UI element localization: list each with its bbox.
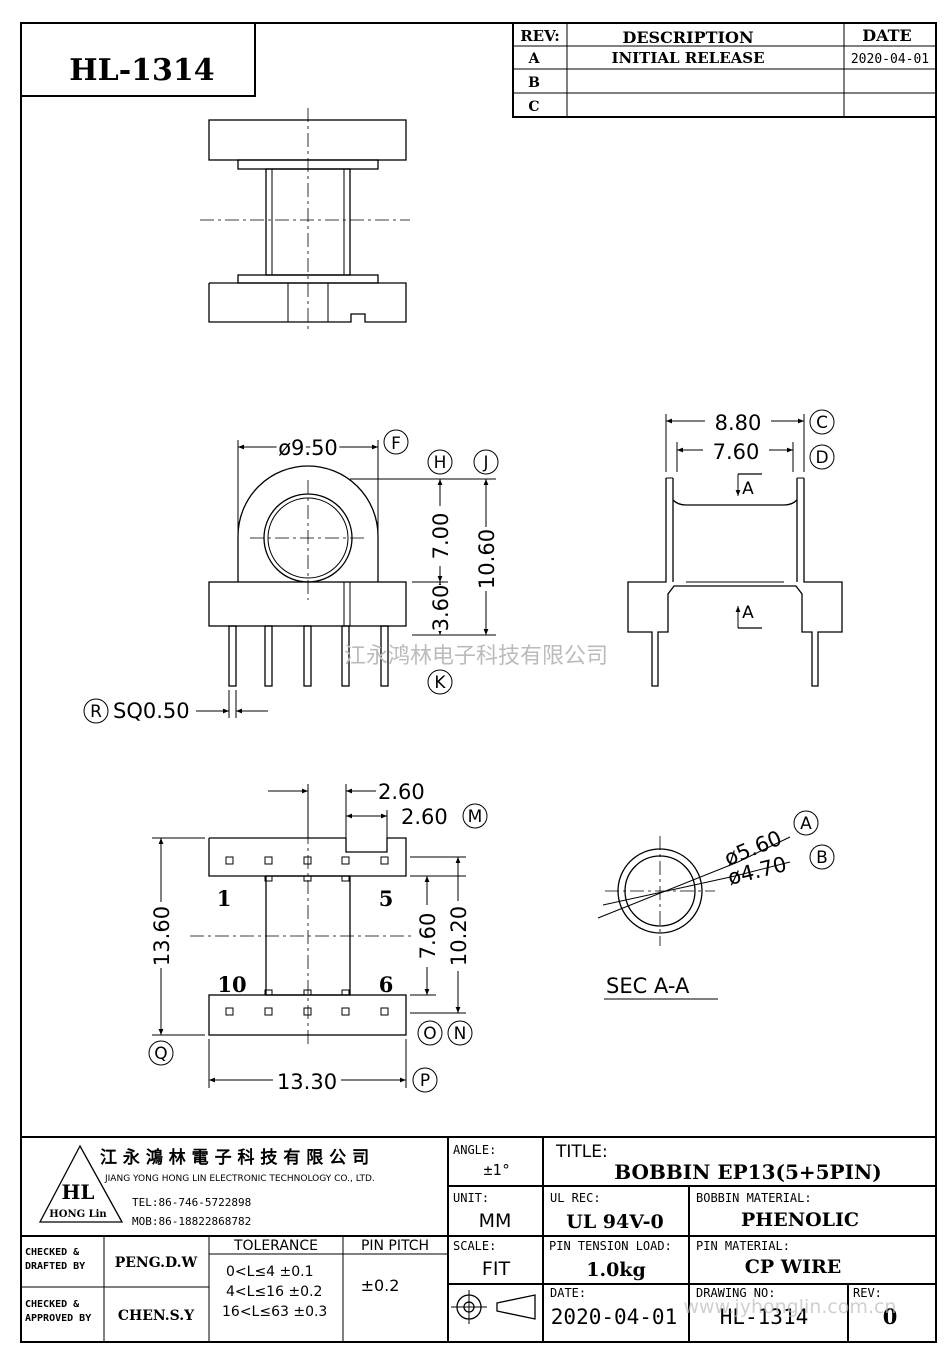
tolerance-2: 4<L≤16 ±0.2 — [226, 1284, 322, 1300]
checked-drafted-label-2: DRAFTED BY — [25, 1261, 85, 1272]
logo-text: HL — [62, 1180, 95, 1204]
pin-material-value: CP WIRE — [745, 1256, 842, 1278]
date-label: DATE: — [550, 1286, 586, 1300]
date-value: 2020-04-01 — [551, 1305, 677, 1329]
p-tag: P — [420, 1071, 430, 1091]
n-value: 10.20 — [447, 906, 471, 966]
f-diameter: ø9.50 — [278, 436, 338, 460]
checked-approved-label-1: CHECKED & — [25, 1299, 80, 1310]
checked-approved-label-2: APPROVED BY — [25, 1313, 91, 1324]
pin-label-6: 6 — [379, 972, 394, 997]
rev-a-date: 2020-04-01 — [851, 52, 929, 67]
d-tag: D — [815, 448, 828, 468]
pin-pitch-label: PIN PITCH — [361, 1238, 429, 1254]
part-number-box: HL-1314 — [21, 23, 256, 97]
h-value: 7.00 — [429, 513, 453, 560]
checked-drafted-label-1: CHECKED & — [25, 1247, 80, 1258]
angle-value: ±1° — [483, 1161, 510, 1179]
front-view: ø9.50 ø9.50 F 7.00 3.60 10.60 H J K R SQ… — [83, 429, 499, 724]
title-label: TITLE: — [555, 1142, 608, 1162]
section-label: SEC A-A — [606, 974, 690, 998]
pin-label-5: 5 — [379, 886, 394, 911]
company-mob: MOB:86-18822868782 — [132, 1215, 251, 1228]
ul-value: UL 94V-0 — [566, 1211, 663, 1233]
scale-label: SCALE: — [453, 1239, 496, 1253]
pin-label-1: 1 — [217, 886, 232, 911]
h-tag: H — [434, 453, 447, 473]
section-mark-top: A — [742, 479, 754, 499]
drafted-by: PENG.D.W — [115, 1255, 198, 1271]
o-tag: O — [423, 1024, 436, 1044]
pin-material-label: PIN MATERIAL: — [696, 1239, 790, 1253]
revision-table: REV: DESCRIPTION DATE A INITIAL RELEASE … — [512, 22, 937, 118]
pin-tension-label: PIN TENSION LOAD: — [549, 1239, 672, 1253]
pin-label-10: 10 — [217, 972, 246, 997]
c-value: 8.80 — [715, 411, 762, 435]
side-view: 8.80 C 7.60 D A A — [627, 409, 843, 687]
tolerance-3: 16<L≤63 ±0.3 — [222, 1304, 327, 1320]
top-pitch-b: 2.60 — [401, 805, 448, 829]
part-number: HL-1314 — [69, 53, 214, 88]
sheet-border — [20, 22, 937, 1343]
company-name-cn: 江 永 鴻 林 電 子 科 技 有 限 公 司 — [100, 1147, 369, 1168]
p-value: 13.30 — [277, 1070, 337, 1094]
tolerance-label: TOLERANCE — [233, 1238, 318, 1254]
unit-value: MM — [479, 1210, 512, 1232]
rev-value: 0 — [883, 1304, 898, 1329]
company-name-en: JIANG YONG HONG LIN ELECTRONIC TECHNOLOG… — [104, 1174, 375, 1184]
drawing-no-label: DRAWING NO: — [696, 1286, 775, 1300]
projection-symbol — [451, 1290, 536, 1324]
bottom-view: 1 5 10 6 2.60 2.60 M 13.60 Q 7.60 10.20 … — [148, 780, 488, 1094]
website-watermark: www.jyhonglin.com.cn — [684, 1296, 897, 1318]
title-value: BOBBIN EP13(5+5PIN) — [614, 1160, 881, 1184]
k-value: 3.60 — [429, 585, 453, 632]
description-header: DESCRIPTION — [622, 28, 753, 47]
d-value: 7.60 — [713, 440, 760, 464]
approved-by: CHEN.S.Y — [118, 1308, 195, 1324]
top-pitch-a: 2.60 — [378, 780, 425, 804]
rev-c: C — [528, 99, 539, 115]
q-tag: Q — [154, 1044, 167, 1064]
company-logo: HL HONG Lin — [38, 1144, 124, 1223]
rev-header: REV: — [520, 27, 560, 45]
f-tag: F — [391, 434, 401, 454]
f-diameter-halo: ø9.50 — [278, 436, 338, 460]
logo-sub: HONG Lin — [49, 1209, 107, 1220]
n-tag: N — [454, 1024, 467, 1044]
pin-tension-value: 1.0kg — [586, 1259, 646, 1281]
rev-label: REV: — [853, 1286, 882, 1300]
pin-pitch-value: ±0.2 — [361, 1276, 400, 1295]
drawing-no-value: HL-1314 — [720, 1305, 809, 1329]
unit-label: UNIT: — [453, 1191, 489, 1205]
date-header: DATE — [862, 26, 912, 45]
scale-value: FIT — [482, 1258, 511, 1280]
tolerance-1: 0<L≤4 ±0.1 — [226, 1264, 314, 1280]
ul-label: UL REC: — [550, 1191, 601, 1205]
title-block: HL HONG Lin 江 永 鴻 林 電 子 科 技 有 限 公 司 JIAN… — [21, 1136, 936, 1342]
mid-value: 7.60 — [416, 913, 440, 960]
company-tel: TEL:86-746-5722898 — [132, 1196, 251, 1209]
a-tag: A — [800, 814, 812, 834]
watermark: 江永鸿林电子科技有限公司 — [344, 644, 608, 669]
top-view — [200, 108, 410, 333]
c-tag: C — [816, 413, 828, 433]
k-tag: K — [434, 673, 446, 693]
b-tag: B — [816, 848, 828, 868]
bobbin-material-label: BOBBIN MATERIAL: — [696, 1191, 812, 1205]
section-mark-bottom: A — [742, 603, 754, 623]
rev-b: B — [528, 75, 540, 91]
angle-label: ANGLE: — [453, 1143, 496, 1157]
q-value: 13.60 — [150, 906, 174, 966]
section-a-a: ø5.60 ø4.70 A B SEC A-A — [597, 810, 835, 1000]
j-value: 10.60 — [475, 529, 499, 589]
r-tag: R — [90, 702, 102, 722]
m-tag: M — [468, 807, 483, 827]
rev-a-description: INITIAL RELEASE — [611, 49, 764, 67]
rev-a: A — [528, 51, 541, 67]
r-value: SQ0.50 — [113, 699, 190, 723]
j-tag: J — [482, 453, 488, 473]
bobbin-material-value: PHENOLIC — [741, 1209, 859, 1231]
